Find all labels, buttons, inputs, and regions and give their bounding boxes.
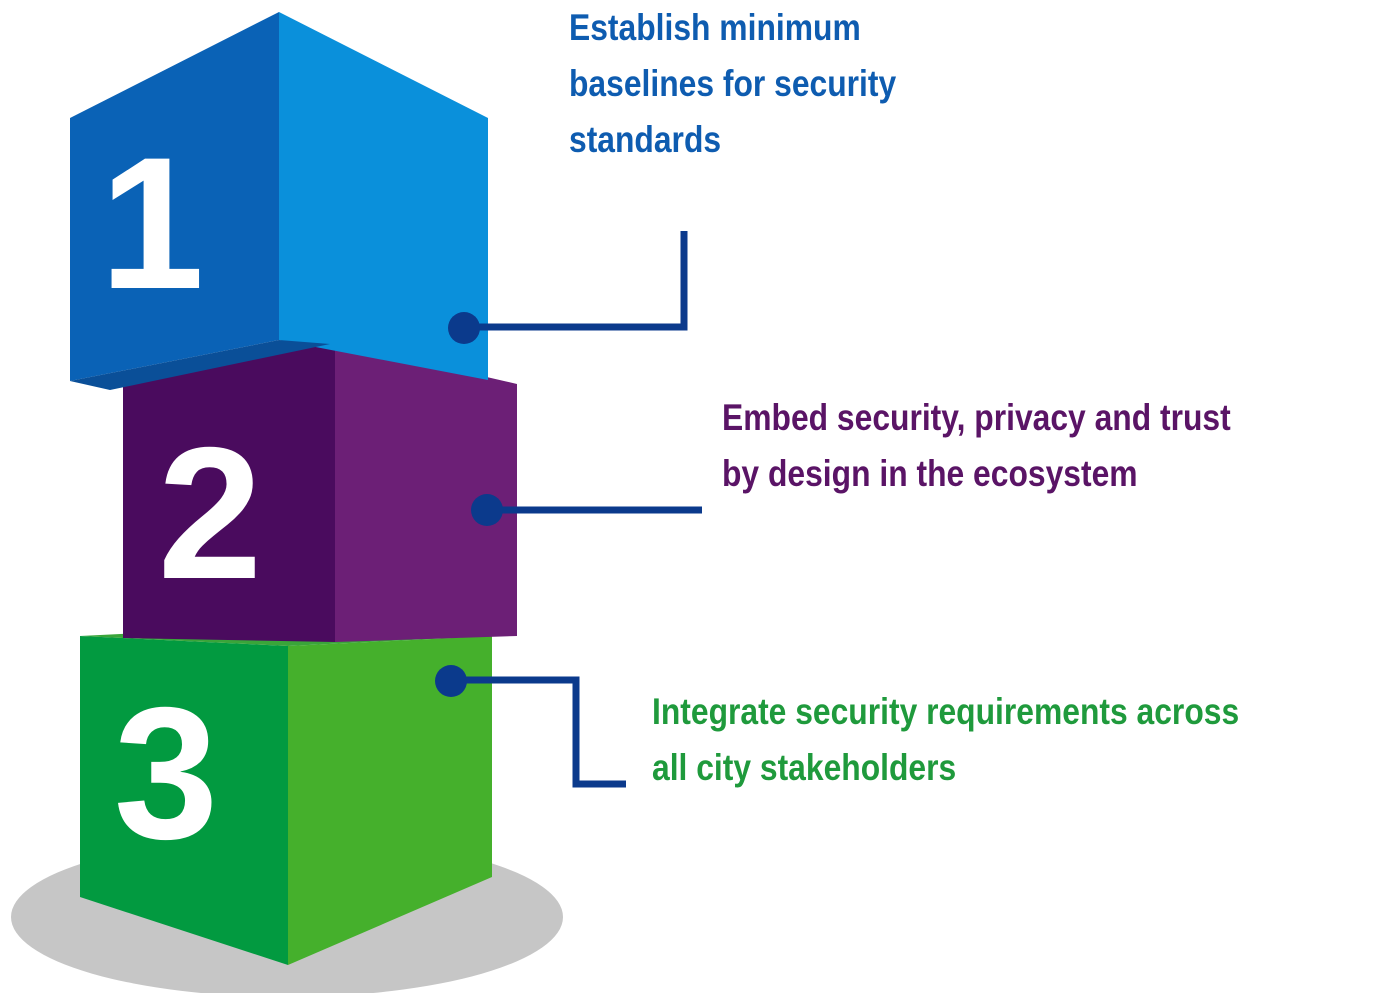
block-1-number: 1 (100, 118, 205, 328)
step-2-label-line: by design in the ecosystem (722, 453, 1138, 494)
block-3-front-face (80, 636, 288, 965)
step-3-label-line: Integrate security requirements across (652, 691, 1240, 732)
step-2-label-line: Embed security, privacy and trust (722, 397, 1231, 438)
step-1-label-line: Establish minimum (569, 7, 861, 48)
step-3-label: Integrate security requirements across a… (652, 684, 1239, 796)
connector-3 (435, 665, 626, 788)
connector-1-line (464, 231, 688, 331)
step-1-label-line: baselines for security (569, 63, 897, 104)
step-1-label-line: standards (569, 119, 722, 160)
block-1: 1 (70, 12, 488, 390)
connector-2 (471, 494, 702, 526)
connector-1 (448, 231, 688, 344)
connector-1-dot (448, 312, 480, 344)
block-1-side-face (279, 12, 488, 380)
step-1-label: Establish minimum baselines for security… (569, 0, 896, 168)
block-2: 2 (123, 342, 517, 642)
step-3-label-line: all city stakeholders (652, 747, 957, 788)
step-2-label: Embed security, privacy and trust by des… (722, 390, 1231, 502)
connector-3-dot (435, 665, 467, 697)
connector-2-dot (471, 494, 503, 526)
block-3-side-face (288, 636, 492, 965)
block-1-bottom-edge (70, 340, 330, 390)
block-3-number: 3 (114, 668, 219, 878)
block-2-front-face (123, 342, 335, 642)
connector-3-line (451, 676, 626, 788)
block-2-number: 2 (158, 408, 263, 618)
block-2-side-face (335, 342, 517, 642)
block-1-front-face (70, 12, 279, 381)
